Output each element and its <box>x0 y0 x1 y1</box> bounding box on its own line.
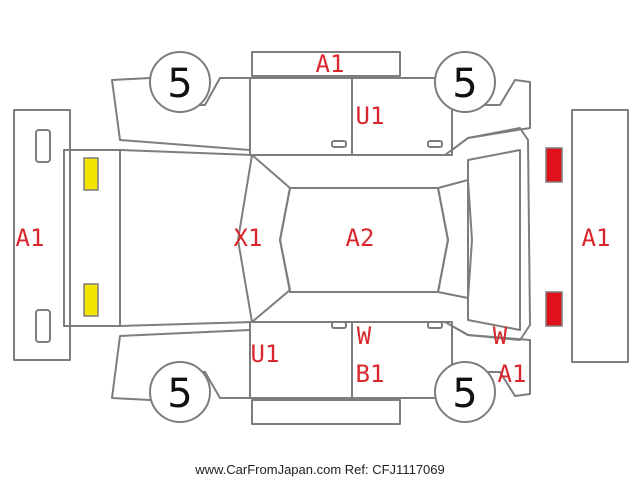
damage-code-rear-door-top: U1 <box>355 102 385 130</box>
tire-circle-front-left <box>149 51 211 113</box>
tire-front-left-rating: 5 <box>167 61 193 107</box>
tire-circle-rear-right <box>434 361 496 423</box>
damage-code-front-door-bottom: U1 <box>250 340 280 368</box>
damage-code-rear-door-bottom-b1: B1 <box>355 360 385 388</box>
top-door-front <box>249 77 353 156</box>
damage-code-rear-quarter-a1: A1 <box>497 360 527 388</box>
damage-code-roof: A2 <box>345 224 375 252</box>
tire-circle-front-right <box>149 361 211 423</box>
top-side-skirt <box>251 51 401 77</box>
rear-bumper-outline <box>571 109 629 363</box>
rear-window-outline <box>437 179 473 299</box>
bumper-slot-bottom <box>35 309 51 343</box>
taillight-bottom <box>545 291 563 327</box>
door-handle <box>427 140 443 148</box>
tire-circle-rear-left <box>434 51 496 113</box>
door-handle <box>331 321 347 329</box>
damage-code-front-bumper: A1 <box>15 224 45 252</box>
headlight-bottom <box>83 283 99 317</box>
front-bumper-outline <box>13 109 71 361</box>
tire-rear-right-rating: 5 <box>452 371 478 417</box>
damage-code-rear-bumper: A1 <box>581 224 611 252</box>
bumper-slot-top <box>35 129 51 163</box>
top-door-rear <box>351 77 453 156</box>
taillight-top <box>545 147 563 183</box>
reference-footer: www.CarFromJapan.com Ref: CFJ1117069 <box>195 462 445 477</box>
door-handle <box>331 140 347 148</box>
damage-code-hood-side: A1 <box>315 50 345 78</box>
tire-front-right-rating: 5 <box>167 371 193 417</box>
door-handle <box>427 321 443 329</box>
headlight-top <box>83 157 99 191</box>
bottom-side-skirt <box>251 399 401 425</box>
tire-rear-left-rating: 5 <box>452 61 478 107</box>
damage-code-rear-door-bottom-w: W <box>356 322 372 350</box>
damage-code-rear-quarter-w: W <box>492 322 508 350</box>
body-outline <box>63 127 531 341</box>
damage-code-windshield: X1 <box>233 224 263 252</box>
rear-cargo-outline <box>467 149 521 331</box>
